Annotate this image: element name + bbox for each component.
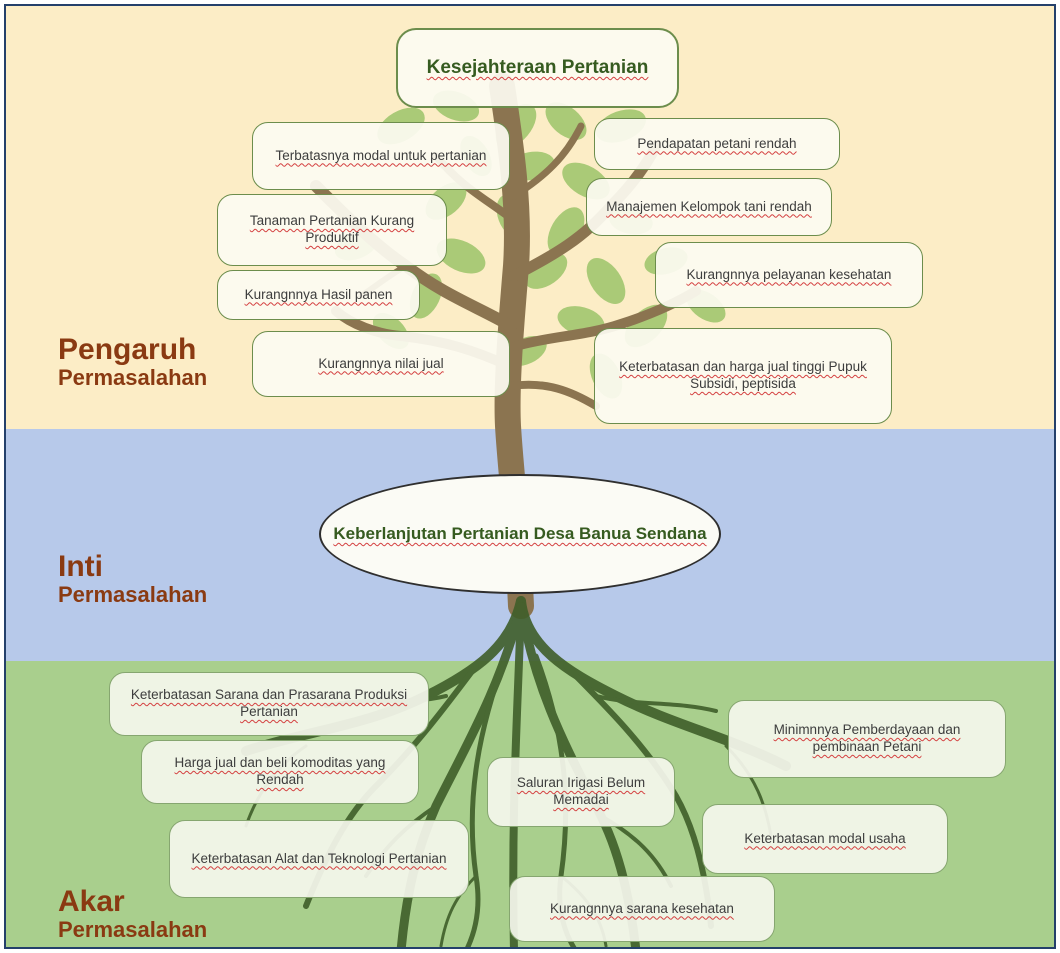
core-problem-text: Keberlanjutan Pertanian Desa Banua Senda…	[333, 524, 707, 544]
effect-text: Kurangnnya pelayanan kesehatan	[686, 266, 892, 282]
cause-box: Keterbatasan modal usaha	[702, 804, 948, 874]
section-effects-title: Pengaruh	[58, 333, 197, 366]
effect-text: Pendapatan petani rendah	[637, 135, 797, 151]
effect-box: Tanaman Pertanian Kurang Produktif	[217, 194, 447, 266]
core-problem-ellipse: Keberlanjutan Pertanian Desa Banua Senda…	[319, 474, 721, 594]
cause-text: Minimnnya Pemberdayaan dan pembinaan Pet…	[773, 722, 961, 754]
effect-text: Terbatasnya modal untuk pertanian	[275, 147, 487, 163]
effect-text: Kurangnnya Hasil panen	[244, 286, 393, 302]
effect-box: Terbatasnya modal untuk pertanian	[252, 122, 510, 190]
section-core-subtitle: Permasalahan	[58, 581, 208, 607]
effect-box: Keterbatasan dan harga jual tinggi Pupuk…	[594, 328, 892, 424]
cause-text: Keterbatasan modal usaha	[744, 830, 906, 846]
effect-text: Manajemen Kelompok tani rendah	[606, 198, 812, 214]
cause-text: Kurangnnya sarana kesehatan	[550, 900, 734, 916]
effect-text: Tanaman Pertanian Kurang Produktif	[249, 213, 415, 245]
effect-box: Kurangnnya nilai jual	[252, 331, 510, 397]
diagram-title: Kesejahteraan Pertanian	[426, 57, 649, 79]
cause-box: Saluran Irigasi Belum Memadai	[487, 757, 675, 827]
diagram-frame: Pengaruh Permasalahan Inti Permasalahan …	[4, 4, 1056, 949]
cause-box: Keterbatasan Sarana dan Prasarana Produk…	[109, 672, 429, 736]
section-effects-subtitle: Permasalahan	[58, 364, 208, 390]
effect-text: Kurangnnya nilai jual	[318, 355, 444, 371]
section-causes-label: Akar Permasalahan	[58, 886, 207, 941]
section-causes-title: Akar	[58, 885, 125, 918]
cause-box: Harga jual dan beli komoditas yang Renda…	[141, 740, 419, 804]
cause-text: Keterbatasan Alat dan Teknologi Pertania…	[191, 850, 447, 866]
section-effects-label: Pengaruh Permasalahan	[58, 334, 207, 389]
section-causes-subtitle: Permasalahan	[58, 916, 208, 942]
cause-box: Kurangnnya sarana kesehatan	[509, 876, 775, 942]
cause-box: Keterbatasan Alat dan Teknologi Pertania…	[169, 820, 469, 898]
effect-box: Manajemen Kelompok tani rendah	[586, 178, 832, 236]
section-core-title: Inti	[58, 550, 103, 583]
effect-text: Keterbatasan dan harga jual tinggi Pupuk…	[619, 359, 867, 391]
cause-box: Minimnnya Pemberdayaan dan pembinaan Pet…	[728, 700, 1006, 778]
cause-text: Saluran Irigasi Belum Memadai	[516, 775, 646, 807]
section-core-label: Inti Permasalahan	[58, 551, 207, 606]
effect-box: Kurangnnya Hasil panen	[217, 270, 420, 320]
diagram-title-box: Kesejahteraan Pertanian	[396, 28, 679, 108]
cause-text: Harga jual dan beli komoditas yang Renda…	[174, 755, 386, 787]
effect-box: Pendapatan petani rendah	[594, 118, 840, 170]
effect-box: Kurangnnya pelayanan kesehatan	[655, 242, 923, 308]
cause-text: Keterbatasan Sarana dan Prasarana Produk…	[130, 687, 408, 719]
